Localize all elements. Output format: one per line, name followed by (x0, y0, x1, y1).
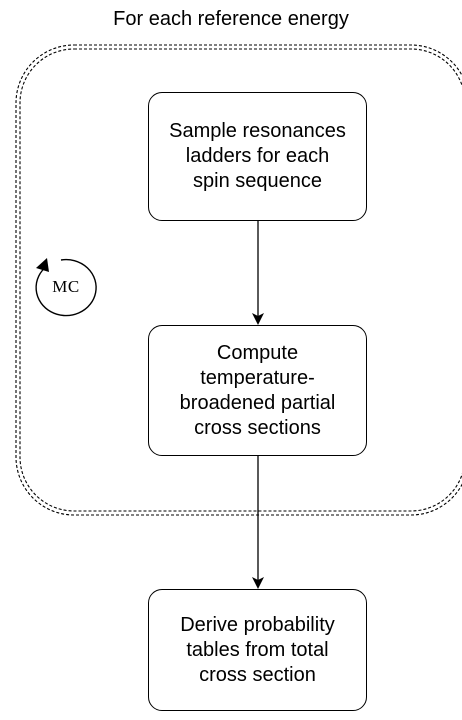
circular-arrow-icon (35, 258, 97, 317)
mc-label: MC (52, 277, 80, 296)
mc-badge: MC (28, 254, 104, 320)
node-line: tables from total (186, 638, 329, 661)
derive-probability-tables-box: Derive probability tables from total cro… (148, 589, 367, 711)
node-line: broadened partial (179, 391, 336, 414)
node-line: Compute (216, 341, 299, 364)
node-line: Sample resonances (169, 120, 346, 142)
node-line: temperature- (200, 366, 315, 389)
loop-title: For each reference energy (113, 8, 349, 30)
sample-resonances-box: Sample resonances ladders for each spin … (148, 92, 367, 221)
node-line: ladders for each (185, 145, 330, 167)
node-line: cross section (199, 663, 316, 686)
compute-cross-sections-box: Compute temperature- broadened partial c… (148, 325, 367, 456)
node-line: spin sequence (193, 170, 322, 192)
node-line: cross sections (194, 416, 321, 439)
loop-container (15, 44, 462, 516)
node-line: Derive probability (180, 613, 335, 636)
